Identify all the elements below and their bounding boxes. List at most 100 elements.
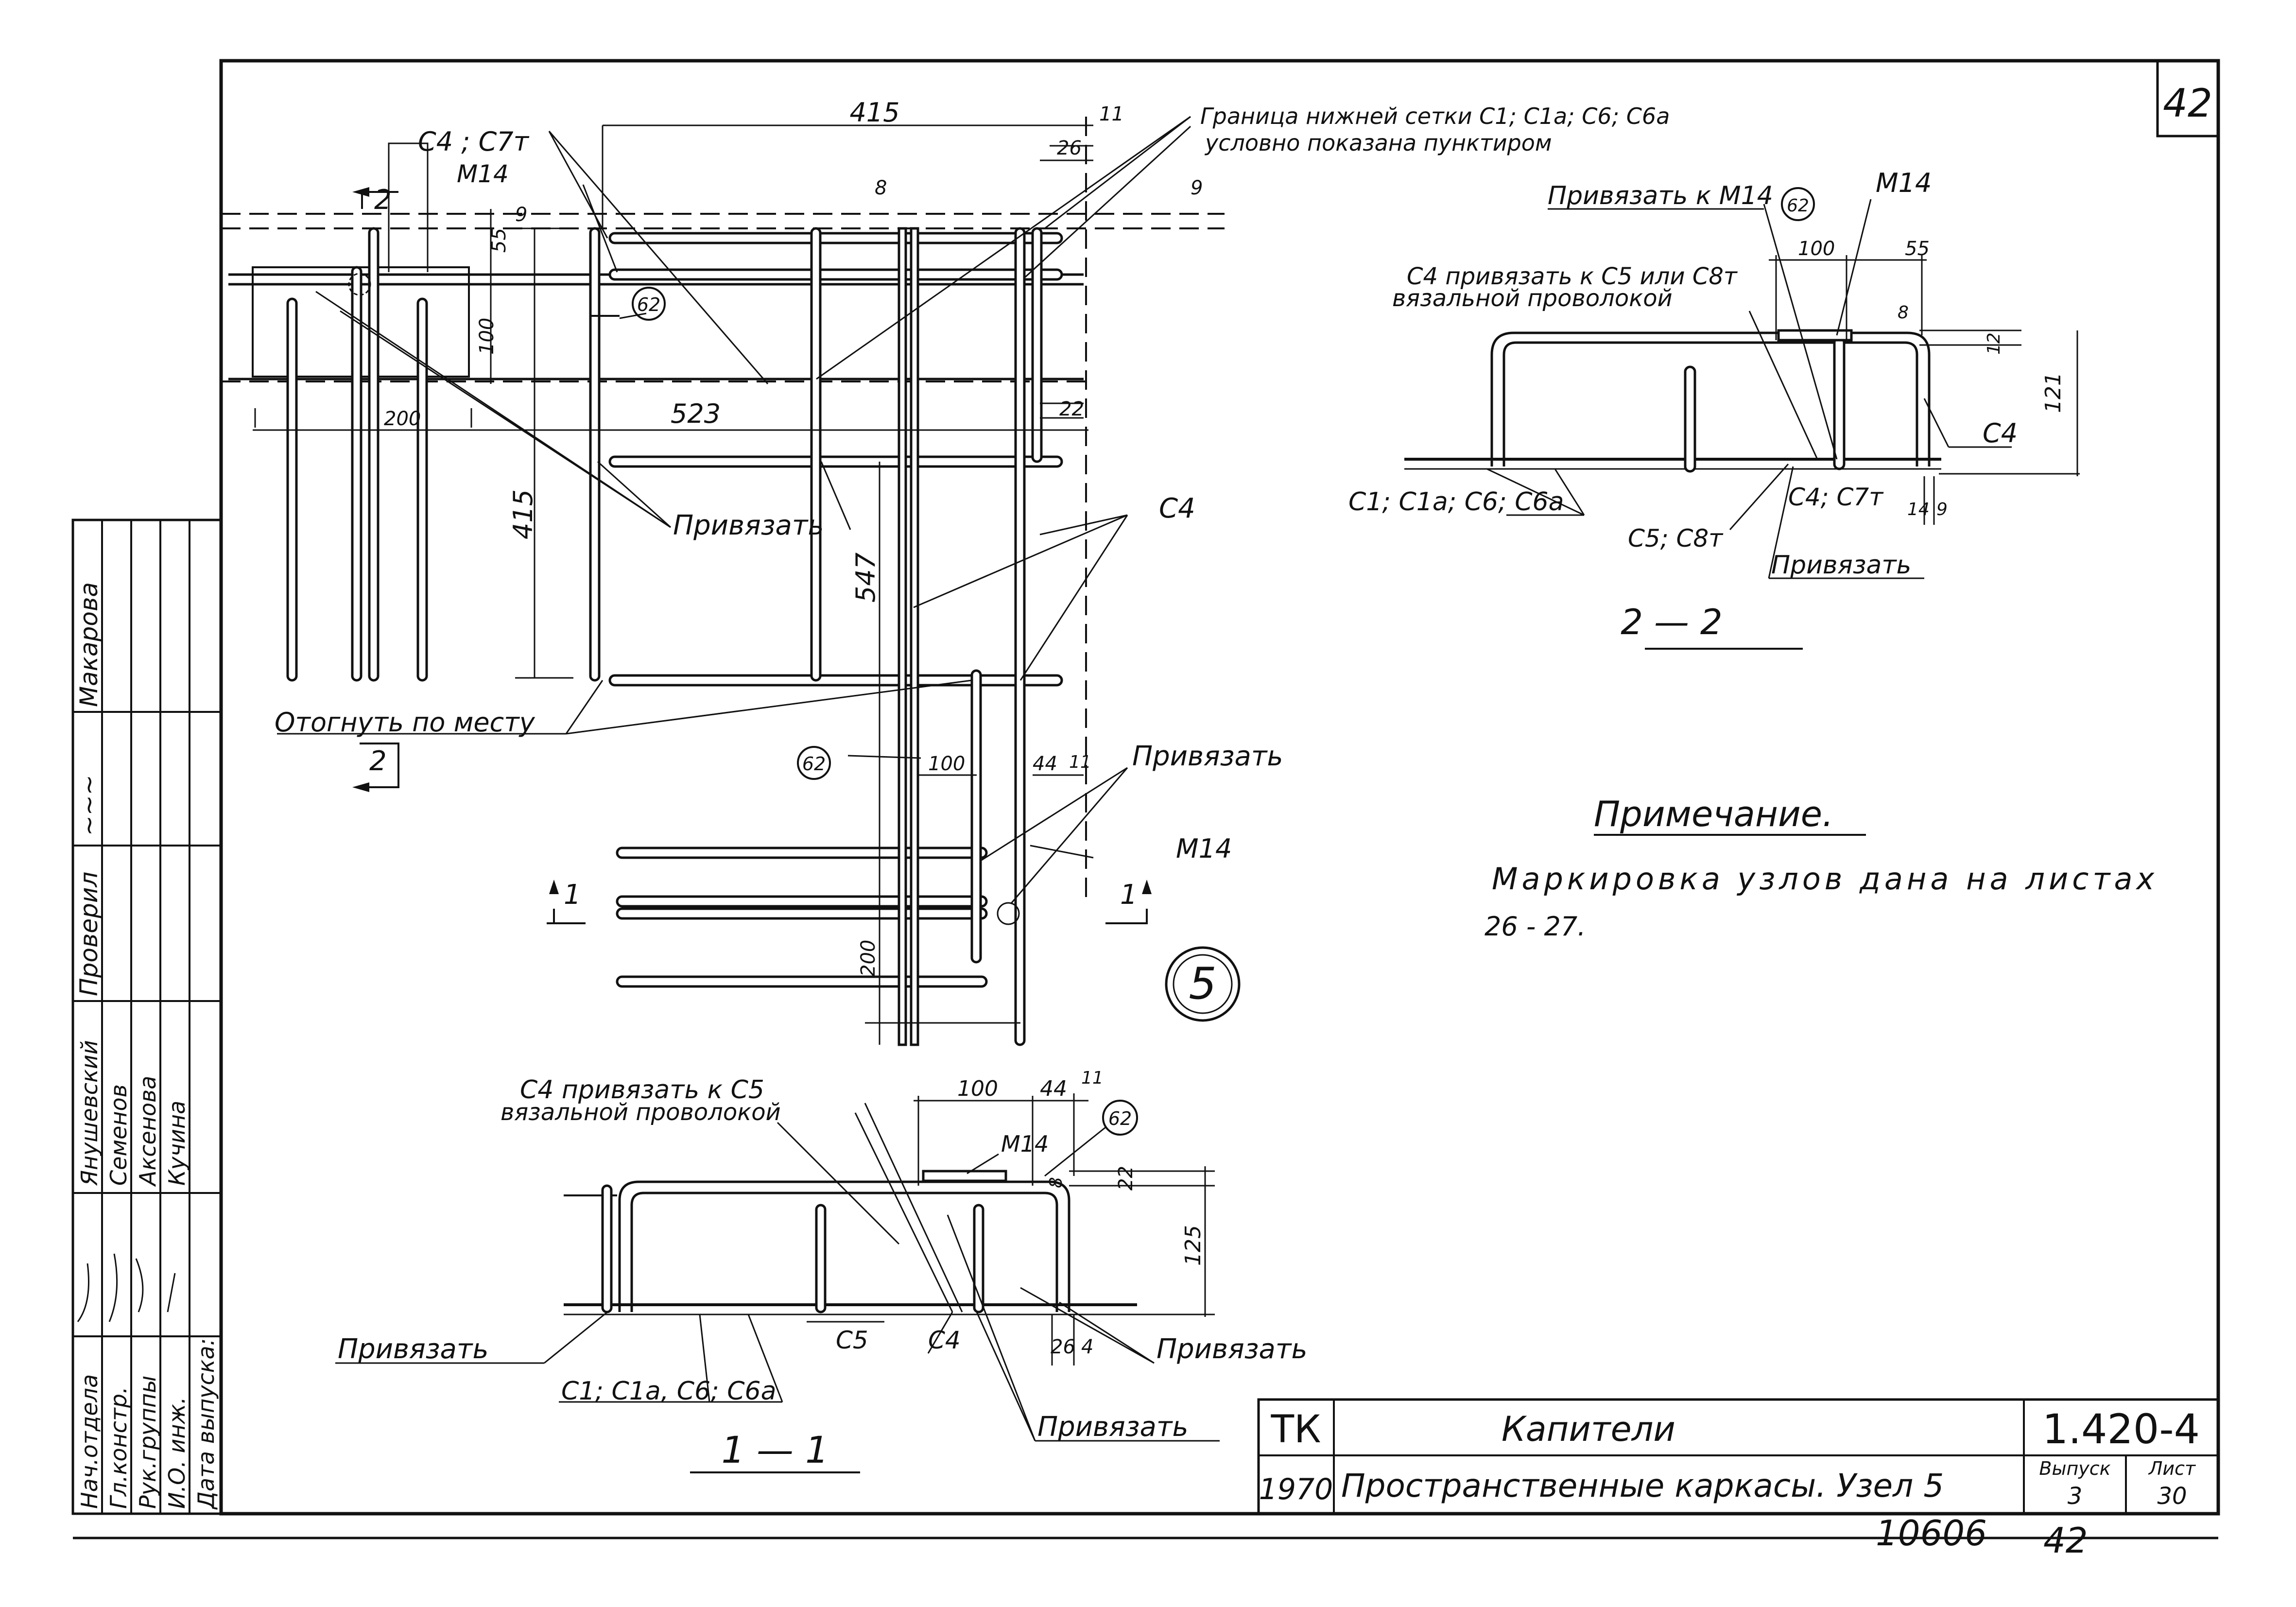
s22-node-62-marker [1781,187,1815,221]
dim-11: 11 [1099,103,1124,125]
dim-9: 9 [515,204,527,226]
drawing-title: Капители [1502,1409,1675,1449]
svg-text:62: 62 [1108,1108,1132,1129]
role-3: Рук.группы [135,1376,161,1509]
s11-m14: М14 [1001,1131,1049,1157]
dim-415-left: 415 [508,489,538,539]
s11-mesh: С1; С1а, С6; С6а [561,1377,776,1406]
page-number: 42 [2163,81,2212,126]
s22-caption: 2 — 2 [1621,602,1722,642]
section-mark-2-bottom: 2 [369,745,387,777]
dim-8: 8 [875,177,887,199]
general-note: Примечание. Маркировка узлов дана на лис… [1485,794,2158,942]
dim-200: 200 [384,408,421,430]
plan-leaders [277,116,1191,904]
archive-number: 10606 [1876,1513,1987,1554]
role-4: И.О. инж. [164,1397,190,1509]
dim-200b: 200 [857,940,880,977]
s11-note-1: С4 привязать к С5 [520,1075,764,1105]
note-body-1: Маркировка узлов дана на листах [1492,861,2158,897]
plan-dimensions [253,124,1093,1045]
mesh-boundary-note-1: Граница нижней сетки С1; С1а; С6; С6а [1200,103,1670,129]
section-mark-2-top: 2 [374,184,392,216]
s22-mesh: С1; С1а; С6; С6а [1348,487,1564,517]
s22-dim-8: 8 [1898,303,1909,323]
s22-note-1: С4 привязать к С5 или С8т [1407,263,1738,290]
dim-55: 55 [488,228,510,253]
issue-label: Выпуск [2039,1458,2110,1479]
name-1: Янушевский [76,1040,103,1186]
svg-text:62: 62 [802,753,826,775]
signatures [77,1253,176,1322]
dim-9b: 9 [1191,177,1203,199]
s11-note-2: вязальной проволокой [501,1099,781,1126]
s22-m14: М14 [1876,168,1932,198]
role-5: Дата выпуска: [193,1338,219,1510]
node-62-marker-b [797,746,831,780]
role-1: Нач.отдела [76,1374,103,1509]
sheet-label: Лист [2148,1458,2196,1479]
title-block: ТК 1970 Капители Пространственные каркас… [1257,1398,2220,1515]
s22-note-2: вязальной проволокой [1392,285,1673,312]
dim-26: 26 [1057,137,1082,159]
series-number: 1.420-4 [2042,1405,2200,1453]
s11-dim-44: 44 [1040,1076,1067,1101]
s22-dim-9: 9 [1936,500,1948,519]
s22-tie: Привязать [1771,551,1911,580]
node-number: 5 [1189,958,1216,1009]
dim-22: 22 [1059,398,1084,420]
role-2: Гл.констр. [105,1386,132,1509]
bend-label: Отогнуть по месту [275,707,535,738]
plan-view: 415 11 26 8 9 55 9 100 200 523 22 415 54… [221,97,1670,1046]
s11-node-62-marker [1102,1100,1138,1136]
mesh-boundary-note-2: условно показана пунктиром [1204,130,1552,156]
dim-100: 100 [476,318,498,355]
s11-tie-right: Привязать [1157,1333,1307,1365]
dim-523: 523 [671,398,721,429]
s11-c5: С5 [836,1326,868,1354]
s22-c4-c7: С4; С7т [1788,483,1884,511]
tie-label-plan-b: Привязать [1132,741,1283,772]
checked-signature: ~~~ [75,775,103,836]
dim-11b: 11 [1069,752,1091,772]
checked-name: Макарова [75,582,103,707]
s11-caption: 1 — 1 [721,1428,829,1471]
svg-text:62: 62 [637,294,660,315]
label-m14-plan: М14 [457,160,509,188]
archive-page: 42 [2043,1520,2088,1561]
s11-c4: С4 [928,1326,961,1354]
s11-dim-22: 22 [1115,1166,1137,1191]
s11-tie-bottom: Привязать [1037,1411,1188,1443]
name-4: Кучина [164,1101,190,1186]
s22-dim-100: 100 [1798,238,1835,260]
section-mark-1-right: 1 [1120,879,1138,911]
section-1-1: 100 44 11 8 22 125 26 4 С4 привязать к С… [335,1068,1307,1473]
dim-547: 547 [850,553,881,603]
plan-vertical-bars [810,227,1043,1046]
name-2: Семенов [105,1084,132,1186]
sheet-frame: 42 [73,59,2220,1539]
checked-label: Проверил [75,872,103,996]
dim-44: 44 [1033,753,1057,775]
s11-tie-left: Привязать [338,1333,488,1365]
tie-label-plan: Привязать [673,510,824,541]
dim-415-top: 415 [849,97,899,128]
side-stamp: Макарова Проверил ~~~ Янушевский Семенов… [71,518,223,1515]
s22-dim-12: 12 [1984,332,2004,355]
s22-c5-c8: С5; С8т [1628,524,1724,553]
year: 1970 [1259,1472,1333,1506]
s11-dim-8: 8 [1046,1177,1066,1188]
s22-tie-to-m14: Привязать к М14 [1548,181,1773,210]
sheet-number: 30 [2157,1483,2187,1510]
s11-dim-4: 4 [1081,1336,1093,1358]
s22-dim-14: 14 [1907,500,1930,519]
section-mark-1-left: 1 [564,879,581,911]
org-code: ТК [1270,1408,1321,1451]
s11-dim-26: 26 [1051,1336,1075,1358]
node-number-marker [1165,946,1241,1022]
s22-dim-55: 55 [1905,238,1930,260]
note-body-2: 26 - 27. [1485,911,1586,942]
node-62-marker-a [632,287,666,321]
section-2-2: 100 55 8 12 121 14 9 Привязать к М14 62 … [1348,168,2080,650]
